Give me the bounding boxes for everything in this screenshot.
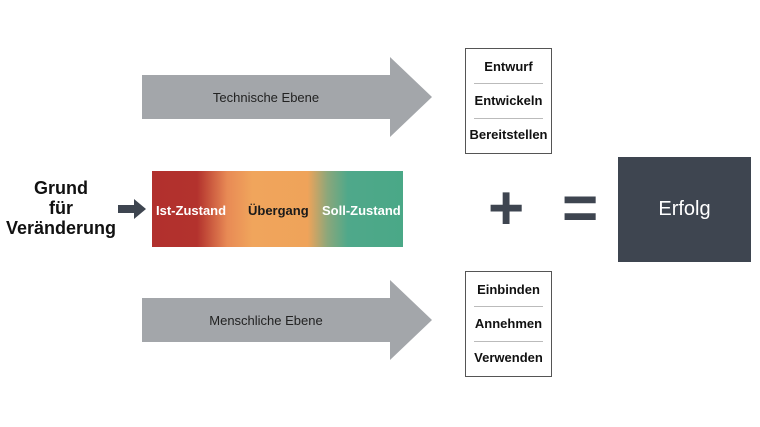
current-state-label: Ist-Zustand: [156, 203, 227, 218]
technical-steps-box: Entwurf Entwickeln Bereitstellen: [465, 48, 552, 154]
step-design: Entwurf: [484, 58, 533, 74]
human-arrow-label: Menschliche Ebene: [209, 312, 323, 328]
human-steps-box: Einbinden Annehmen Verwenden: [465, 271, 552, 377]
result-label: Erfolg: [658, 198, 711, 220]
reason-for-change: Grund für Veränderung: [0, 178, 122, 238]
step-deploy: Bereitstellen: [466, 117, 551, 152]
step-use: Verwenden: [466, 340, 551, 375]
human-arrow: [142, 280, 432, 360]
step-involve: Einbinden: [477, 281, 540, 297]
small-arrow-icon: [118, 199, 146, 219]
change-state-bar: [152, 171, 403, 247]
step-develop: Entwickeln: [466, 83, 551, 117]
technical-arrow: [142, 57, 432, 137]
result-box: Erfolg: [618, 157, 751, 262]
equals-sign: =: [562, 174, 599, 243]
step-accept: Annehmen: [466, 306, 551, 340]
reason-line-1: Grund: [34, 178, 88, 198]
plus-sign: +: [488, 174, 525, 243]
technical-arrow-label: Technische Ebene: [212, 89, 320, 105]
transition-label: Übergang: [248, 203, 309, 218]
reason-line-3: Veränderung: [5, 218, 117, 238]
reason-line-2: für: [49, 198, 73, 218]
target-state-label: Soll-Zustand: [322, 203, 401, 218]
